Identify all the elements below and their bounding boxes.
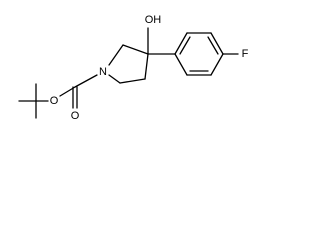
aryl-inner-bond-b: [207, 36, 219, 55]
bond-c3-to-c4: [144, 53, 149, 80]
aryl-bond-3: [210, 32, 224, 55]
bond-c2-to-c3: [122, 44, 149, 55]
bond-carbonyl-to-nitrogen: [74, 74, 98, 88]
aryl-bond-6: [174, 53, 188, 76]
pyrrolidine-ring: [108, 44, 149, 84]
fluorine-label: F: [242, 48, 249, 60]
aryl-bond-1: [174, 32, 188, 55]
aryl-inner-bond-a: [179, 36, 191, 55]
bond-c5-to-n: [108, 74, 121, 84]
chemical-structure: O O N OH F: [18, 14, 249, 122]
bond-c4-to-c5: [119, 78, 146, 84]
ring-nitrogen-label: N: [99, 66, 107, 78]
carbonyl-oxygen-label: O: [71, 110, 80, 122]
tert-butyl-group: [18, 83, 49, 119]
ester-oxygen-label: O: [50, 95, 59, 107]
boc-carbamate: [59, 74, 98, 109]
fluorophenyl-ring: [147, 32, 239, 76]
bond-n-to-c2: [108, 44, 124, 66]
hydroxyl-label: OH: [145, 14, 162, 26]
aryl-bond-4: [210, 53, 224, 76]
